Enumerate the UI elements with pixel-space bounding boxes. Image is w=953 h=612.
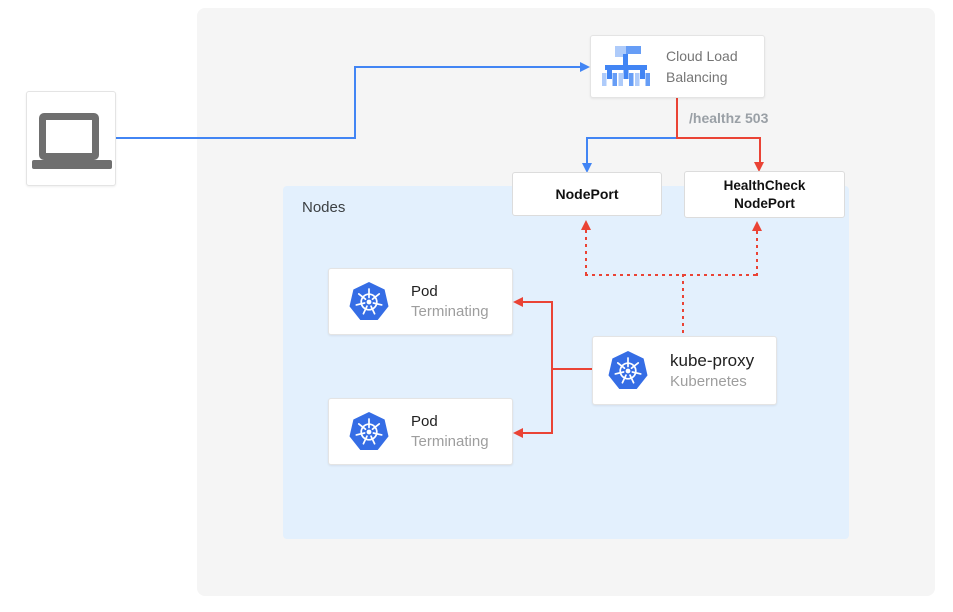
arrowhead-into-clb <box>580 62 590 72</box>
nodes-container-label: Nodes <box>302 199 346 216</box>
edge-clb-down <box>676 98 678 139</box>
healthcheck-label-line1: HealthCheck <box>723 177 806 193</box>
pod-node-2: Pod Terminating <box>328 398 513 465</box>
edge-kubeproxy-to-pods <box>552 368 592 370</box>
pod-node-1: Pod Terminating <box>328 268 513 335</box>
arrowhead-into-pod-2 <box>513 428 523 438</box>
pod-status: Terminating <box>411 432 489 450</box>
edge-to-pod-2 <box>523 432 553 434</box>
kube-proxy-node: kube-proxy Kubernetes <box>592 336 777 405</box>
nodeport-label: NodePort <box>555 186 619 202</box>
arrowhead-into-healthcheck-bottom <box>752 221 762 231</box>
cloud-load-balancing-icon <box>602 45 650 86</box>
edge-kubeproxy-dotted <box>585 274 758 276</box>
arrowhead-into-nodeport-bottom <box>581 220 591 230</box>
edge-client-to-clb <box>354 66 580 68</box>
edge-kubeproxy-dotted <box>682 274 684 336</box>
healthz-status-label: /healthz 503 <box>689 110 769 126</box>
edge-to-pod-1 <box>523 301 553 303</box>
kubernetes-icon <box>608 350 648 390</box>
nodeport-node: NodePort <box>512 172 662 216</box>
clb-label: Cloud Load Balancing <box>666 47 738 85</box>
pod-title: Pod <box>411 412 438 430</box>
kube-proxy-title: kube-proxy <box>670 350 755 370</box>
arrowhead-into-pod-1 <box>513 297 523 307</box>
edge-branch-to-nodeport <box>586 137 588 164</box>
edge-branch-to-healthcheck <box>759 137 761 163</box>
kubernetes-icon <box>349 281 389 321</box>
pod-title: Pod <box>411 282 438 300</box>
healthcheck-nodeport-node: HealthCheck NodePort <box>684 171 845 218</box>
edge-client-to-clb <box>354 66 356 139</box>
edge-kubeproxy-to-pods <box>551 301 553 433</box>
arrowhead-into-healthcheck <box>754 162 764 172</box>
edge-branch-to-healthcheck <box>676 137 761 139</box>
edge-kubeproxy-dotted <box>756 231 758 276</box>
healthcheck-label-line2: NodePort <box>734 195 795 211</box>
edge-client-to-clb <box>116 137 356 139</box>
client-node <box>26 91 116 186</box>
arrowhead-into-nodeport <box>582 163 592 173</box>
edge-branch-to-nodeport <box>586 137 677 139</box>
cloud-load-balancing-node: Cloud Load Balancing <box>590 35 765 98</box>
kubernetes-icon <box>349 411 389 451</box>
edge-kubeproxy-dotted <box>585 230 587 276</box>
kube-proxy-subtitle: Kubernetes <box>670 372 747 390</box>
pod-status: Terminating <box>411 302 489 320</box>
